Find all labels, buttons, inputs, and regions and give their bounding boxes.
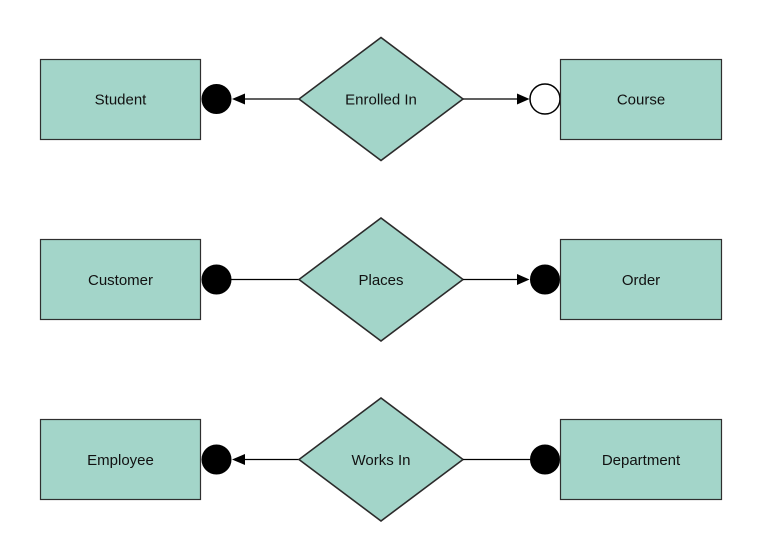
- connector-arrowhead-left: [232, 454, 245, 465]
- connector-arrowhead-right: [517, 274, 530, 285]
- relation-row-student-course: Student Enrolled In Course: [39, 36, 723, 162]
- cardinality-marker-filled-circle: [530, 444, 560, 475]
- entity-course-label: Course: [617, 92, 665, 109]
- entity-order[interactable]: [559, 238, 723, 321]
- cardinality-marker-filled-circle: [201, 264, 232, 295]
- entity-course[interactable]: [559, 58, 723, 141]
- cardinality-marker-filled-circle: [530, 264, 560, 295]
- entity-employee[interactable]: [39, 418, 202, 501]
- relationship-enrolled-in-label: Enrolled In: [345, 92, 417, 109]
- relationship-works-in-label: Works In: [352, 452, 411, 469]
- relationship-places-label: Places: [358, 272, 403, 289]
- entity-customer-label: Customer: [88, 272, 153, 289]
- entity-department-label: Department: [602, 452, 681, 469]
- connector-arrowhead-right: [517, 93, 530, 105]
- cardinality-marker-filled-circle: [201, 84, 232, 114]
- connector-arrowhead-left: [232, 93, 245, 105]
- relation-row-employee-department: Employee Works In Department: [39, 397, 723, 522]
- relation-row-customer-order: Customer Places Order: [39, 217, 723, 342]
- entity-student[interactable]: [39, 58, 202, 141]
- cardinality-marker-open-circle: [529, 83, 561, 115]
- cardinality-marker-filled-circle: [201, 444, 232, 475]
- entity-employee-label: Employee: [87, 452, 154, 469]
- entity-student-label: Student: [95, 92, 148, 109]
- entity-customer[interactable]: [39, 238, 202, 321]
- entity-department[interactable]: [559, 418, 723, 501]
- entity-order-label: Order: [622, 272, 660, 289]
